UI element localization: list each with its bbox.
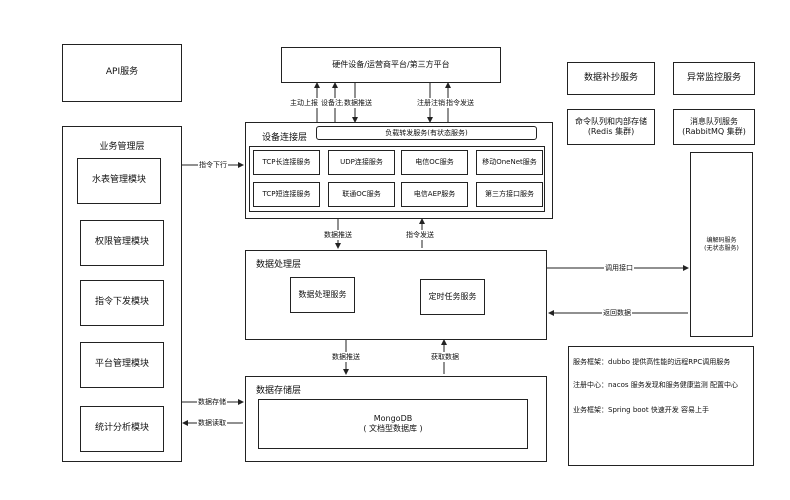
permission-module: 权限管理模块 — [80, 220, 164, 266]
load-balancer-label: 负载转发服务(有状态服务) — [385, 128, 468, 137]
label-return-data: 返回数据 — [602, 308, 632, 318]
api-service-box: API服务 — [62, 44, 182, 102]
hardware-platform-label: 硬件设备/运营商平台/第三方平台 — [332, 60, 450, 69]
label-call-api: 调用接口 — [604, 263, 634, 273]
mongodb-label: MongoDB ( 文档型数据库 ) — [363, 414, 423, 433]
udp-service-label: UDP连接服务 — [340, 158, 383, 167]
business-layer-title: 业务管理层 — [99, 142, 145, 152]
label-data-push-top: 数据推送 — [343, 98, 373, 108]
timer-task-service-label: 定时任务服务 — [428, 292, 477, 301]
platform-module-label: 平台管理模块 — [94, 359, 149, 370]
label-cmd-down: 指令下行 — [198, 160, 228, 170]
label-fetch-data: 获取数据 — [430, 352, 460, 362]
anomaly-monitor-service-box: 异常监控服务 — [673, 62, 755, 95]
label-data-push-mid: 数据推送 — [323, 230, 353, 240]
telecom-aep-service-label: 电信AEP服务 — [413, 190, 456, 199]
api-service-label: API服务 — [105, 67, 139, 78]
unicom-oc-service: 联通OC服务 — [328, 182, 395, 207]
label-reg-cancel: 注册注销 — [416, 98, 446, 108]
data-processing-service: 数据处理服务 — [290, 277, 355, 313]
water-meter-module: 水表管理模块 — [77, 158, 161, 204]
hardware-platform-box: 硬件设备/运营商平台/第三方平台 — [281, 47, 501, 83]
codec-service-box: 编解码服务 (无状态服务) — [690, 152, 753, 337]
framework-notes-box: 服务框架：dubbo 提供高性能的远程RPC调用服务 注册中心：nacos 服务… — [568, 346, 754, 466]
unicom-oc-service-label: 联通OC服务 — [342, 190, 381, 199]
udp-service: UDP连接服务 — [328, 150, 395, 175]
tcp-short-service-label: TCP短连接服务 — [262, 190, 311, 199]
data-sync-service-label: 数据补抄服务 — [583, 72, 638, 83]
redis-queue-label: 命令队列和内部存储 (Redis 集群) — [575, 117, 647, 136]
telecom-oc-service: 电信OC服务 — [401, 150, 468, 175]
command-module: 指令下发模块 — [80, 280, 164, 326]
third-party-api-service: 第三方接口服务 — [476, 182, 543, 207]
device-layer-title: 设备连接层 — [262, 133, 308, 143]
label-cmd-send-mid: 指令发送 — [405, 230, 435, 240]
tcp-long-service: TCP长连接服务 — [253, 150, 320, 175]
processing-layer-title: 数据处理层 — [256, 260, 302, 270]
statistics-module-label: 统计分析模块 — [94, 423, 149, 434]
anomaly-monitor-service-label: 异常监控服务 — [686, 72, 741, 83]
timer-task-service: 定时任务服务 — [420, 279, 485, 315]
label-data-push-low: 数据推送 — [331, 352, 361, 362]
permission-module-label: 权限管理模块 — [94, 237, 149, 248]
telecom-aep-service: 电信AEP服务 — [401, 182, 468, 207]
mobile-onenet-service: 移动OneNet服务 — [476, 150, 543, 175]
mongodb-box: MongoDB ( 文档型数据库 ) — [258, 399, 528, 449]
codec-service-label: 编解码服务 (无状态服务) — [704, 237, 739, 252]
telecom-oc-service-label: 电信OC服务 — [415, 158, 454, 167]
platform-module: 平台管理模块 — [80, 342, 164, 388]
data-processing-service-label: 数据处理服务 — [298, 290, 347, 299]
water-meter-module-label: 水表管理模块 — [91, 175, 146, 186]
label-data-store: 数据存储 — [197, 397, 227, 407]
rabbitmq-queue-label: 消息队列服务 (RabbitMQ 集群) — [682, 117, 746, 136]
note-registry-center: 注册中心：nacos 服务发现和服务健康监测 配置中心 — [573, 381, 738, 389]
command-module-label: 指令下发模块 — [94, 297, 149, 308]
label-data-read: 数据读取 — [197, 418, 227, 428]
storage-layer-title: 数据存储层 — [256, 386, 302, 396]
label-cmd-send-top: 指令发送 — [445, 98, 475, 108]
third-party-api-service-label: 第三方接口服务 — [485, 190, 534, 199]
label-device-reg: 设备注册 — [320, 98, 350, 108]
data-sync-service-box: 数据补抄服务 — [567, 62, 655, 95]
mobile-onenet-service-label: 移动OneNet服务 — [482, 158, 537, 167]
note-business-framework: 业务框架：Spring boot 快速开发 容易上手 — [573, 406, 710, 414]
load-balancer-box: 负载转发服务(有状态服务) — [316, 126, 537, 140]
statistics-module: 统计分析模块 — [80, 406, 164, 452]
redis-queue-box: 命令队列和内部存储 (Redis 集群) — [567, 109, 655, 145]
rabbitmq-queue-box: 消息队列服务 (RabbitMQ 集群) — [673, 109, 755, 145]
tcp-long-service-label: TCP长连接服务 — [262, 158, 311, 167]
label-active-report: 主动上报 — [289, 98, 319, 108]
tcp-short-service: TCP短连接服务 — [253, 182, 320, 207]
note-service-framework: 服务框架：dubbo 提供高性能的远程RPC调用服务 — [573, 358, 731, 366]
